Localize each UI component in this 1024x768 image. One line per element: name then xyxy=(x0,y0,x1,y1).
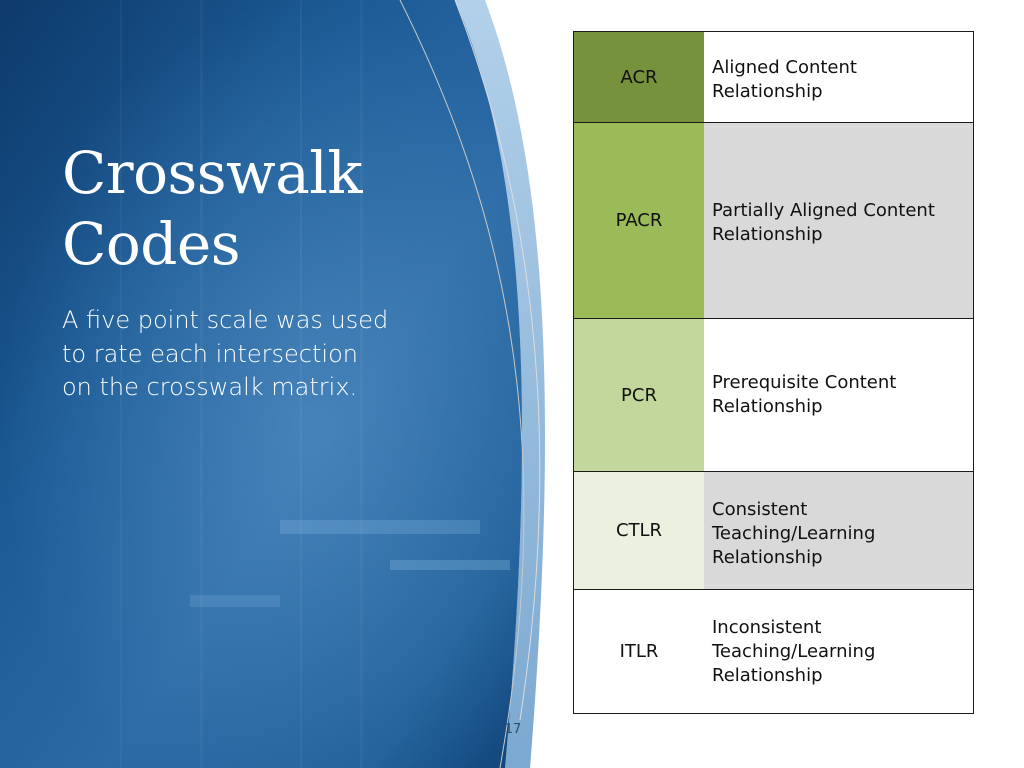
crosswalk-codes-table: ACR Aligned Content Relationship PACR Pa… xyxy=(573,31,974,714)
code-cell-acr: ACR xyxy=(573,31,704,123)
title-line-1: Crosswalk xyxy=(62,139,362,207)
description-cell-pacr: Partially Aligned Content Relationship xyxy=(704,122,974,319)
slide-body-text: A five point scale was used to rate each… xyxy=(62,306,389,402)
code-cell-pacr: PACR xyxy=(573,122,704,319)
table-row: ACR Aligned Content Relationship xyxy=(573,31,974,123)
description-cell-itlr: Inconsistent Teaching/Learning Relations… xyxy=(704,589,974,714)
table-row: PACR Partially Aligned Content Relations… xyxy=(573,122,974,319)
title-line-2: Codes xyxy=(62,209,241,278)
table-row: CTLR Consistent Teaching/Learning Relati… xyxy=(573,471,974,590)
table-row: PCR Prerequisite Content Relationship xyxy=(573,318,974,472)
code-cell-pcr: PCR xyxy=(573,318,704,472)
page-number: 17 xyxy=(504,722,522,737)
code-cell-ctlr: CTLR xyxy=(573,471,704,590)
description-cell-ctlr: Consistent Teaching/Learning Relationshi… xyxy=(704,471,974,590)
description-cell-pcr: Prerequisite Content Relationship xyxy=(704,318,974,472)
slide-title: Crosswalk Codes xyxy=(62,138,422,280)
table-row: ITLR Inconsistent Teaching/Learning Rela… xyxy=(573,589,974,714)
code-cell-itlr: ITLR xyxy=(573,589,704,714)
description-cell-acr: Aligned Content Relationship xyxy=(704,31,974,123)
